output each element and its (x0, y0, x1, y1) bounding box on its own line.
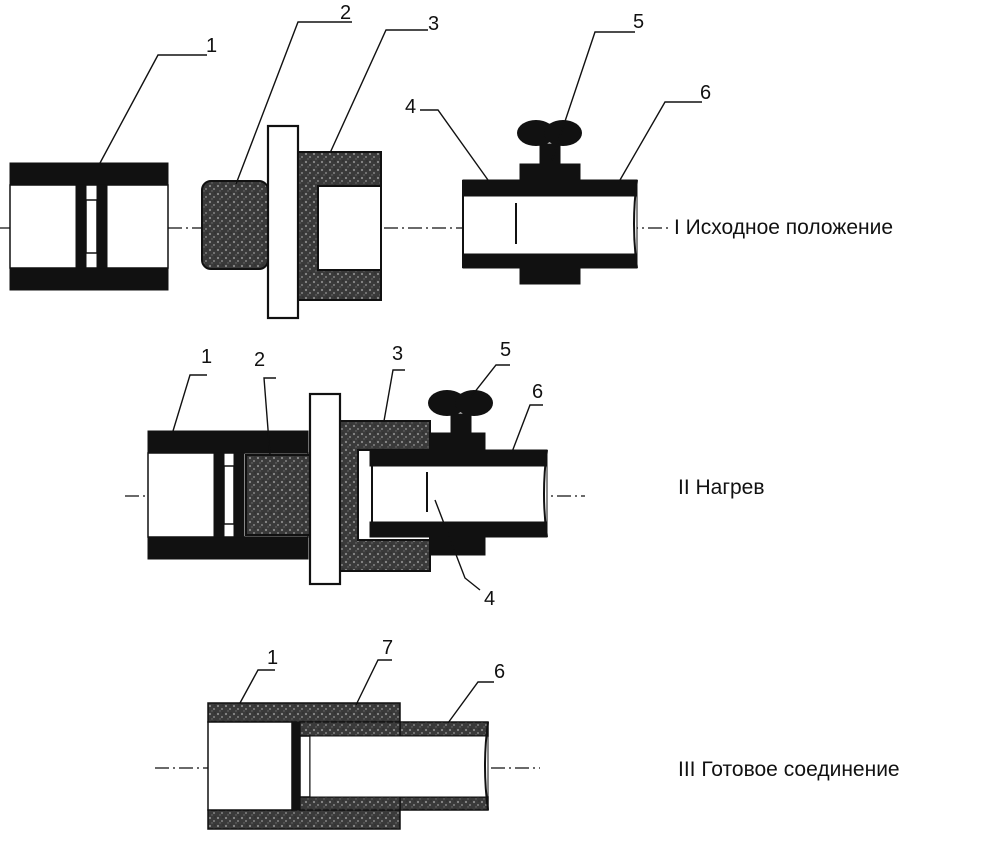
label-s2-5: 5 (500, 339, 511, 361)
label-s3-1: 1 (267, 647, 278, 669)
wing-nut-5 (517, 120, 582, 167)
stage-1: 1 2 3 4 5 6 I Исходное положение (0, 2, 893, 320)
wing-nut-5-heating (428, 390, 493, 435)
finished-joint (207, 702, 489, 830)
label-s2-3: 3 (392, 343, 403, 365)
pipe-part-6 (462, 179, 638, 269)
heater-mandrel-2-inserted (245, 454, 311, 536)
heater-mandrel-2 (201, 180, 269, 270)
part-numbers-stage-3: 1 7 6 (267, 637, 505, 683)
stage-3: 1 7 6 III Готовое соединение (155, 637, 900, 830)
label-s2-4: 4 (484, 588, 495, 610)
part-numbers-stage-2: 1 2 3 5 6 4 (201, 339, 543, 610)
heater-plate-heating (308, 392, 342, 586)
fitting-part-1 (9, 162, 169, 291)
leaders-stage-2 (172, 364, 543, 591)
stage-2: 1 2 3 5 6 4 II Нагрев (125, 339, 765, 610)
label-s1-2: 2 (340, 2, 351, 24)
leaders-stage-1 (99, 21, 702, 185)
label-s1-6: 6 (700, 82, 711, 104)
label-s3-6: 6 (494, 661, 505, 683)
heater-sleeve-3 (297, 151, 382, 301)
label-s1-4: 4 (405, 96, 416, 118)
heater-plate (266, 124, 300, 320)
stage-title-1: I Исходное положение (674, 216, 893, 239)
label-s2-2: 2 (254, 349, 265, 371)
clamp-ring-4 (519, 163, 581, 285)
pipe-part-6-heating (369, 449, 548, 538)
label-s1-3: 3 (428, 13, 439, 35)
label-s2-6: 6 (532, 381, 543, 403)
label-s2-1: 1 (201, 346, 212, 368)
label-s3-7: 7 (382, 637, 393, 659)
label-s1-1: 1 (206, 35, 217, 57)
leaders-stage-3 (239, 659, 494, 724)
stage-title-2: II Нагрев (678, 476, 765, 499)
label-s1-5: 5 (633, 11, 644, 33)
stage-title-3: III Готовое соединение (678, 758, 900, 781)
part-numbers-stage-1: 1 2 3 4 5 6 (206, 2, 711, 118)
